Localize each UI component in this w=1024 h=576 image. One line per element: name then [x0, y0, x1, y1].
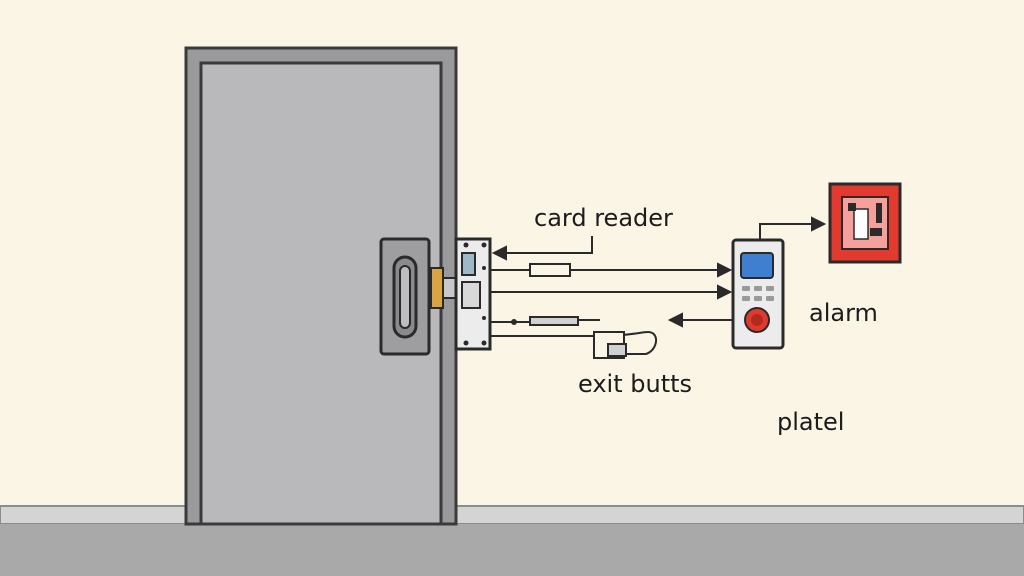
plate-label: platel	[777, 408, 844, 436]
keypad-icon	[731, 238, 785, 350]
strike-plate	[454, 237, 492, 351]
wiring	[490, 216, 827, 359]
floor	[0, 505, 1024, 576]
alarm-label: alarm	[809, 299, 878, 327]
exit-button-label: exit butts	[578, 370, 692, 398]
latch-bolt	[430, 267, 460, 309]
card-reader-label: card reader	[534, 204, 673, 232]
door-handle-icon	[379, 237, 431, 356]
alarm-box-icon	[828, 182, 902, 264]
